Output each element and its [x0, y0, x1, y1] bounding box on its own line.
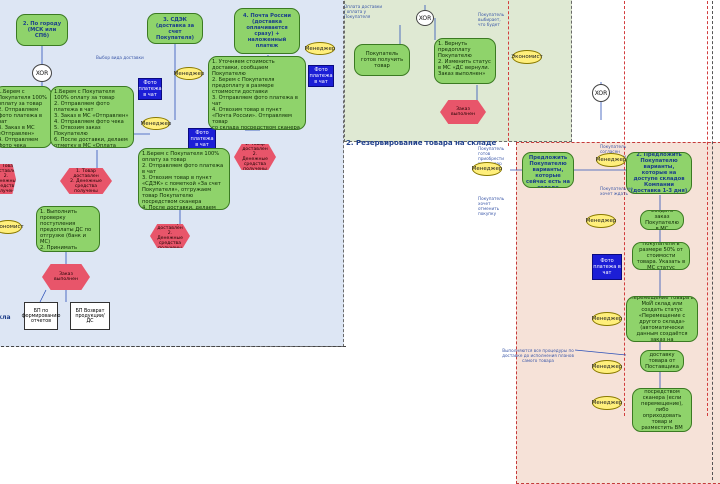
gateway-xor-green[interactable]: XOR: [416, 10, 434, 26]
task-organize-delivery[interactable]: Организовать доставку товара от Поставщи…: [640, 350, 684, 372]
event-reserve-done: Заказ выполнен: [440, 100, 486, 124]
role-manager-6[interactable]: Менеджер: [586, 214, 616, 228]
note-side2: Покупатель не хочет ждать: [600, 186, 633, 196]
role-manager-3[interactable]: Менеджер: [305, 42, 335, 55]
zone2-title: 2. Резервирование товара на складе: [346, 139, 497, 147]
task-offer-choice[interactable]: 1. Предложить Покупателю варианты, котор…: [522, 152, 574, 188]
gateway-xor-left[interactable]: XOR: [32, 64, 52, 82]
task-offer-order[interactable]: 2. Предложить Покупателю варианты, котор…: [626, 152, 692, 194]
task-get-prepay[interactable]: Получить предоплату от Покупателя в разм…: [632, 242, 690, 270]
note-top: Выбор вида доставки: [96, 55, 144, 60]
bottom-divider: [0, 346, 346, 347]
event-payment: Заказ выполнен: [42, 264, 90, 290]
role-manager-2[interactable]: Менеджер: [141, 117, 171, 130]
photo-chat-1: Фото платежа в чат: [138, 78, 162, 100]
task-buyer-ready[interactable]: Покупатель готов получить товар: [354, 44, 410, 76]
task-place-order[interactable]: Разместить заказ на перемещение товара в…: [626, 296, 698, 342]
note-buyer-choice: Покупатель выбирает, что будет: [478, 12, 505, 27]
role-manager-8[interactable]: Менеджер: [592, 360, 622, 374]
role-manager-9[interactable]: Менеджер: [592, 396, 622, 410]
task-sdek[interactable]: 3. СДЭК (доставка за счет Покупателя): [147, 13, 203, 44]
doc-return[interactable]: БП Возврат продукции/ДС: [70, 302, 110, 330]
task-accept-goods[interactable]: Принять товар на склад посредством скане…: [632, 388, 692, 432]
note-buyer-pay: Оплата доставки / оплата у Покупателя: [344, 4, 383, 19]
task-left-list[interactable]: 1.Берем с Покупателя 100% оплату за това…: [0, 86, 52, 148]
role-economist-green[interactable]: Экономист: [511, 50, 543, 64]
event-sdek-delivered: 1. Товар доставлен 2. Денежные средства …: [150, 224, 190, 248]
role-manager-5[interactable]: Менеджер: [596, 153, 626, 167]
lane-warehouse: [624, 0, 708, 416]
note-process: Выполняются все процедуры по доставке до…: [502, 348, 574, 363]
edge: [574, 349, 627, 356]
task-by-city[interactable]: 2. По городу (МСК или СПб): [16, 14, 68, 46]
lane-separator: [508, 0, 509, 146]
gateway-xor-right[interactable]: XOR: [592, 84, 610, 102]
task-create-order[interactable]: Создать заказ Покупателю в МС: [640, 210, 684, 230]
event-client-delivered: 1. Товар доставлен 2. Денежные средства …: [60, 168, 112, 194]
event-goods-delivered: 1. Товар доставлен 2. Денежные средства …: [0, 164, 16, 194]
task-pochta-list[interactable]: 1. Уточняем стоимость доставки, сообщаем…: [208, 56, 306, 130]
cut-zone-title: кла: [0, 314, 11, 321]
role-manager-1[interactable]: Менеджер: [174, 67, 204, 80]
role-economist-left[interactable]: Экономист: [0, 220, 24, 234]
edge: [39, 289, 47, 303]
task-pochta[interactable]: 4. Почта России (доставка оплачивается с…: [234, 8, 300, 54]
note-side1: Покупатель хочет отменить покупку: [478, 196, 505, 216]
task-sdek-list[interactable]: 1.Берем с Покупателя 100% оплату за това…: [138, 148, 230, 210]
task-return-goods[interactable]: 1. Вернуть предоплату Покупателю 2. Изме…: [434, 38, 496, 84]
zone-reservation-title: 2. Резервирование товара на складе: [346, 130, 496, 149]
photo-chat-3: Фото платежа в чат: [188, 128, 216, 150]
event-pochta-delivered: 1. Товар доставлен 2. Денежные средства …: [234, 144, 276, 170]
task-courier-list[interactable]: 1.Берем с Покупателя 100% оплату за това…: [50, 86, 134, 148]
photo-chat-2: Фото платежа в чат: [308, 65, 334, 87]
doc-reports[interactable]: БП по формированию отчетов: [22, 302, 60, 330]
lane-separator-right: [712, 0, 713, 480]
role-manager-7[interactable]: Менеджер: [592, 312, 622, 326]
photo-chat-4: Фото платежа в чат: [592, 254, 622, 280]
role-manager-4[interactable]: Менеджер: [472, 162, 502, 176]
task-check-payment[interactable]: 1. Выполнить проверку поступления предоп…: [36, 206, 100, 252]
